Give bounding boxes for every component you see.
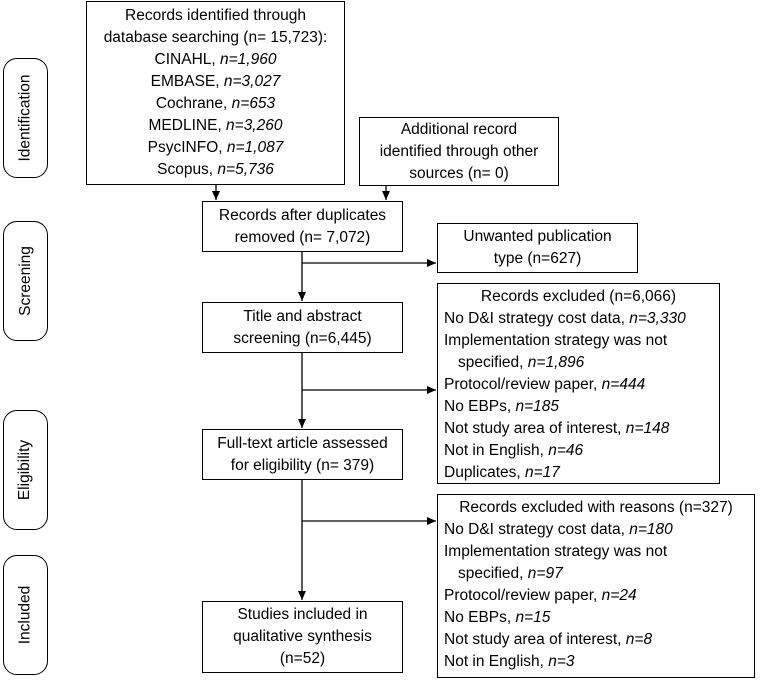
records-excluded-reasons-box: Records excluded with reasons (n=327) No… — [437, 494, 755, 678]
included-line-2: qualitative synthesis — [233, 628, 372, 645]
unwanted-line-1: Unwanted publication — [463, 228, 612, 245]
records-identified-box: Records identified through database sear… — [86, 1, 345, 185]
stage-screening: Screening — [3, 221, 48, 341]
additional-line-2: identified through other — [379, 142, 539, 160]
source-cinahl: CINAHL, n=1,960 — [154, 51, 277, 68]
excluded2-item: Implementation strategy was not — [444, 543, 668, 560]
fulltext-assessed-box: Full-text article assessed for eligibili… — [202, 429, 403, 480]
excluded2-item: specified, n=97 — [458, 565, 563, 582]
excluded2-item: Protocol/review paper, n=24 — [444, 587, 637, 604]
stage-identification: Identification — [3, 58, 48, 178]
excluded2-item: No D&I strategy cost data, n=180 — [444, 521, 673, 538]
studies-included-box: Studies included in qualitative synthesi… — [202, 601, 403, 673]
excluded1-item: No D&I strategy cost data, n=3,330 — [444, 310, 686, 327]
unwanted-publication-box: Unwanted publication type (n=627) — [437, 223, 638, 273]
screening-line-1: Title and abstract — [243, 307, 362, 325]
fulltext-line-1: Full-text article assessed — [217, 434, 388, 452]
excluded2-title: Records excluded with reasons (n=327) — [459, 499, 733, 516]
records-excluded-box: Records excluded (n=6,066) No D&I strate… — [437, 283, 720, 484]
duplicates-line-2: removed (n= 7,072) — [234, 228, 371, 246]
additional-records-box: Additional record identified through oth… — [359, 117, 559, 186]
excluded1-item: Implementation strategy was not — [444, 332, 668, 349]
fulltext-line-2: for eligibility (n= 379) — [230, 456, 375, 474]
excluded1-item: No EBPs, n=185 — [444, 398, 560, 415]
duplicates-line-1: Records after duplicates — [218, 206, 387, 224]
source-psycinfo: PsycINFO, n=1,087 — [147, 139, 284, 156]
excluded1-item: specified, n=1,896 — [458, 354, 585, 371]
excluded1-item: Duplicates, n=17 — [444, 464, 560, 481]
screening-box: Title and abstract screening (n=6,445) — [202, 302, 403, 353]
excluded1-item: Not study area of interest, n=148 — [444, 420, 670, 437]
source-medline: MEDLINE, n=3,260 — [148, 117, 283, 134]
duplicates-removed-box: Records after duplicates removed (n= 7,0… — [202, 201, 403, 252]
source-cochrane: Cochrane, n=653 — [155, 95, 276, 112]
source-scopus: Scopus, n=5,736 — [157, 161, 274, 178]
source-embase: EMBASE, n=3,027 — [150, 73, 281, 90]
excluded2-item: Not study area of interest, n=8 — [444, 631, 653, 648]
additional-line-1: Additional record — [400, 120, 518, 138]
excluded1-item: Not in English, n=46 — [444, 442, 584, 459]
identified-line-2: database searching (n= 15,723): — [103, 29, 328, 46]
unwanted-line-2: type (n=627) — [493, 250, 582, 267]
stage-eligibility: Eligibility — [3, 410, 48, 530]
included-line-3: (n=52) — [279, 650, 326, 667]
excluded2-item: Not in English, n=3 — [444, 653, 575, 670]
additional-line-3: sources (n= 0) — [409, 164, 509, 182]
included-line-1: Studies included in — [237, 606, 368, 623]
excluded1-title: Records excluded (n=6,066) — [480, 288, 677, 305]
stage-included: Included — [3, 555, 48, 675]
excluded1-item: Protocol/review paper, n=444 — [444, 376, 646, 393]
excluded2-item: No EBPs, n=15 — [444, 609, 551, 626]
identified-line-1: Records identified through — [125, 7, 306, 24]
screening-line-2: screening (n=6,445) — [233, 329, 372, 347]
